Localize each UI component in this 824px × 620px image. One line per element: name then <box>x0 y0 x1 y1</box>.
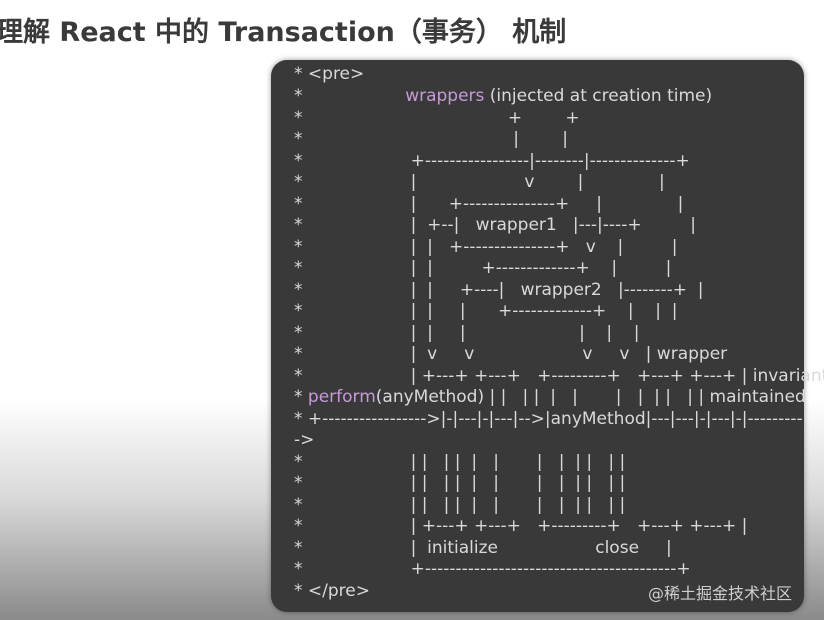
code-line: * | | | +-------------+ | | | <box>294 301 678 321</box>
code-line: * + + <box>294 108 580 128</box>
code-line: * +----------------->|-|---|-|---|-->|an… <box>294 409 803 429</box>
code-line: * | | <box>294 129 568 149</box>
code-line: * +-------------------------------------… <box>294 559 691 579</box>
keyword-perform: perform <box>307 387 376 407</box>
code-line: * </pre> <box>294 581 370 601</box>
code-line: * +-----------------|--------|----------… <box>294 151 690 171</box>
code-line: * | v | | <box>294 172 665 192</box>
code-text: (anyMethod) | | | | | | | | | | | | main… <box>375 387 806 407</box>
code-line: * | | | | | | | | | | | | <box>294 495 626 515</box>
code-line: * | +---+ +---+ +---------+ +---+ +---+ … <box>294 366 824 386</box>
code-line: -> <box>294 430 315 450</box>
code-line: * | | +----| wrapper2 |--------+ | <box>294 280 704 300</box>
code-line: * | | | | | | <box>294 323 640 343</box>
code-line: * | +---------------+ | | <box>294 194 684 214</box>
code-text: (injected at creation time) <box>484 86 713 106</box>
code-panel <box>271 60 804 612</box>
code-line: * | initialize close | <box>294 538 672 558</box>
code-line: * | | +---------------+ v | | <box>294 237 678 257</box>
code-text: * <box>294 86 406 106</box>
page-title: 理解 React 中的 Transaction（事务） 机制 <box>0 17 567 48</box>
code-line: * perform(anyMethod) | | | | | | | | | |… <box>294 387 806 409</box>
code-line: * wrappers (injected at creation time) <box>294 86 712 108</box>
keyword-wrappers: wrappers <box>405 86 485 106</box>
code-line: * | +---+ +---+ +---------+ +---+ +---+ … <box>294 516 748 536</box>
code-line: * | | | | | | | | | | | | <box>294 473 626 493</box>
code-line: * | | +-------------+ | | <box>294 258 672 278</box>
code-text: * <box>294 387 308 407</box>
code-line: * | v v v v | wrapper <box>294 344 728 364</box>
code-line: * | | | | | | | | | | | | <box>294 452 626 472</box>
code-line: * <pre> <box>294 64 365 84</box>
watermark: @稀土掘金技术社区 <box>648 584 793 603</box>
code-line: * | +--| wrapper1 |---|----+ | <box>294 215 696 235</box>
